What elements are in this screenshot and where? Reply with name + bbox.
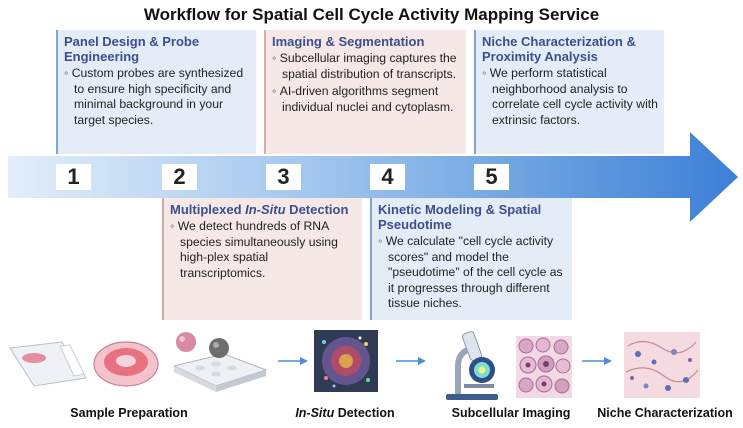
flow-arrow-1 [278, 357, 308, 365]
stage-label-in-situ-rest: Detection [334, 406, 395, 420]
step-4-bullet: We calculate "cell cycle activity scores… [378, 234, 566, 312]
step-number-4: 4 [370, 164, 405, 190]
step-number-2: 2 [162, 164, 197, 190]
in-situ-image [314, 330, 378, 392]
niche-tissue-image [624, 332, 700, 398]
step-2-title-italic: In-Situ [245, 202, 286, 217]
stage-label-niche-characterization: Niche Characterization [597, 406, 733, 420]
step-2-card: Multiplexed In-Situ Detection We detect … [162, 198, 362, 320]
step-2-title-post: Detection [285, 202, 349, 217]
step-3-card: Imaging & Segmentation Subcellular imagi… [264, 30, 466, 154]
stage-label-subcellular-imaging: Subcellular Imaging [451, 406, 571, 420]
cell-imaging-image [516, 336, 572, 398]
stage-label-in-situ-italic: In-Situ [295, 406, 335, 420]
step-4-title: Kinetic Modeling & Spatial Pseudotime [378, 202, 542, 232]
step-1-title: Panel Design & Probe Engineering [64, 34, 200, 64]
step-5-card: Niche Characterization & Proximity Analy… [474, 30, 664, 154]
well-plate-icon [172, 332, 268, 392]
step-number-5: 5 [474, 164, 509, 190]
step-number-1: 1 [56, 164, 91, 190]
step-5-bullet: We perform statistical neighborhood anal… [482, 66, 658, 128]
flow-arrow-3 [582, 357, 612, 365]
step-2-title: Multiplexed In-Situ Detection [170, 202, 356, 217]
sample-preparation-illustration [9, 332, 268, 392]
flow-arrow-2 [396, 357, 426, 365]
step-2-bullet: We detect hundreds of RNA species simult… [170, 219, 356, 281]
stage-label-sample-preparation: Sample Preparation [70, 406, 188, 420]
step-3-title: Imaging & Segmentation [272, 34, 425, 49]
step-number-3: 3 [266, 164, 301, 190]
microscope-icon [446, 331, 498, 400]
slide-icon [9, 341, 87, 387]
step-4-card: Kinetic Modeling & Spatial Pseudotime We… [370, 198, 572, 320]
step-1-card: Panel Design & Probe Engineering Custom … [56, 30, 256, 154]
step-3-bullet-2: AI-driven algorithms segment individual … [272, 84, 460, 115]
petri-dish-icon [93, 341, 159, 387]
step-5-title: Niche Characterization & Proximity Analy… [482, 34, 636, 64]
stage-label-in-situ-detection: In-Situ Detection [280, 406, 410, 420]
page-title: Workflow for Spatial Cell Cycle Activity… [143, 5, 600, 24]
step-3-bullet-1: Subcellular imaging captures the spatial… [272, 51, 460, 82]
step-2-title-pre: Multiplexed [170, 202, 246, 217]
step-1-bullet: Custom probes are synthesized to ensure … [64, 66, 250, 128]
